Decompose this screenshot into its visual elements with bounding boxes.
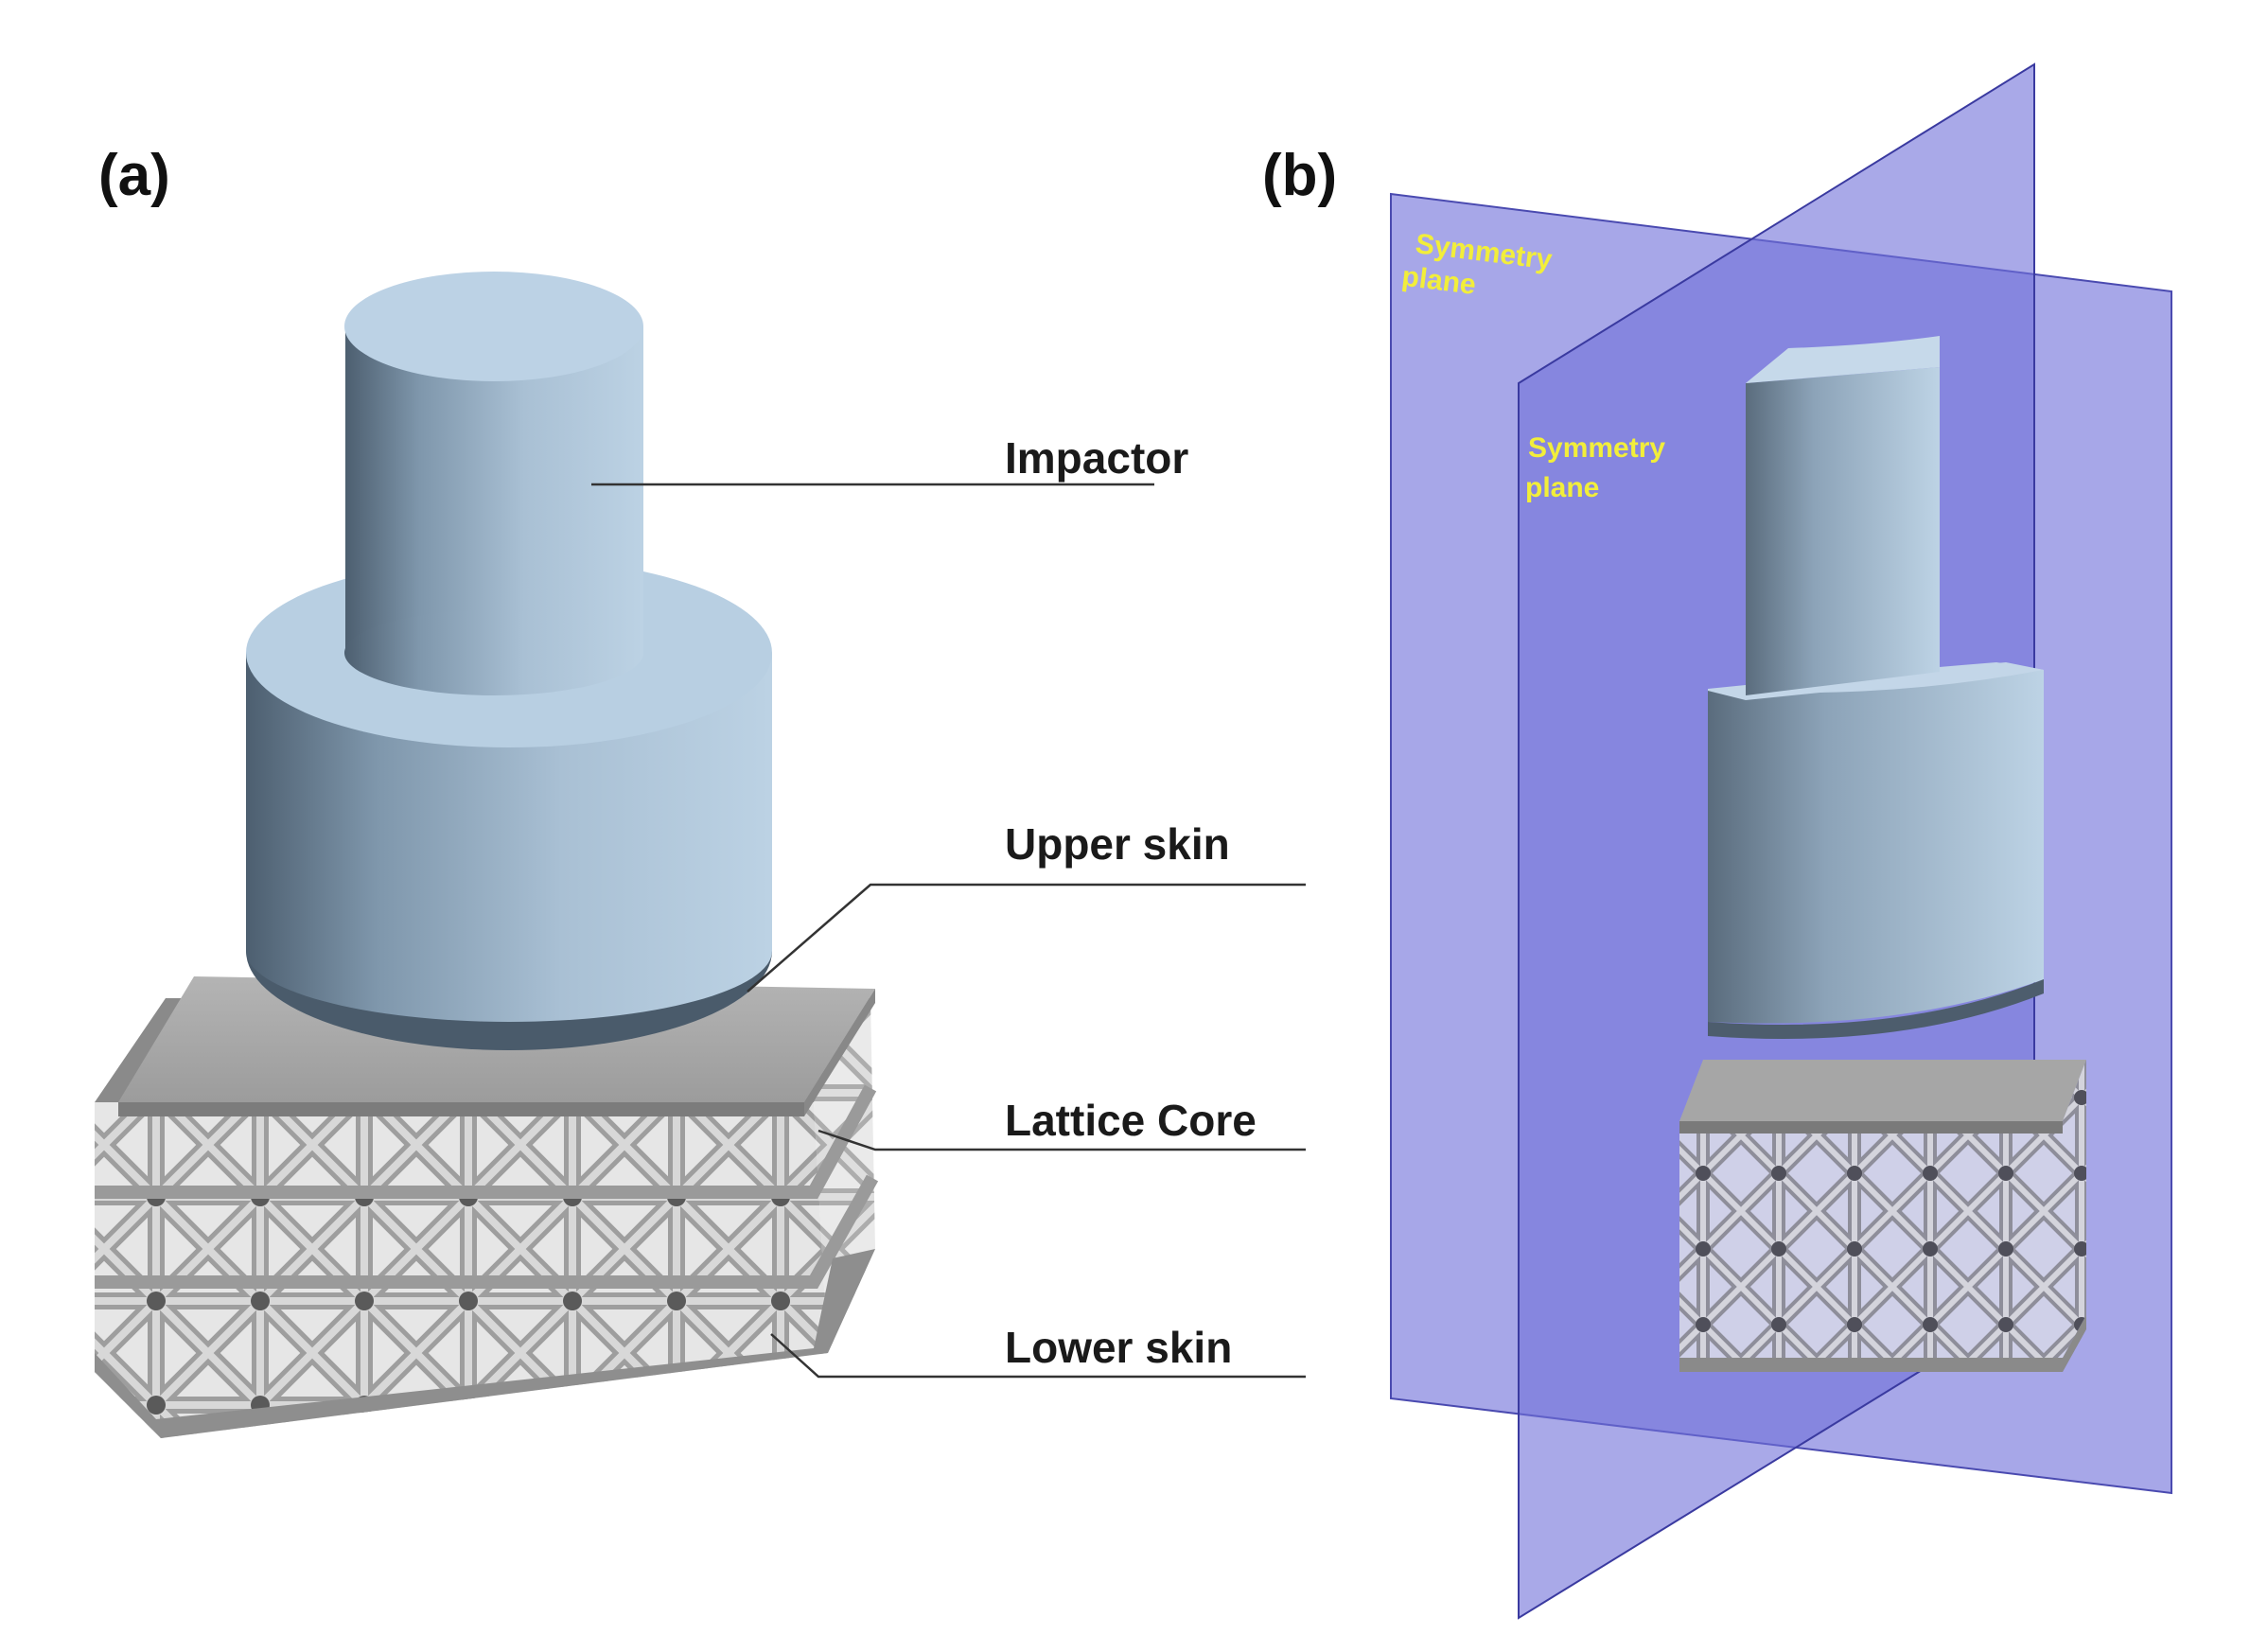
panel-b-label: (b) <box>1262 143 1337 208</box>
impactor-label: Impactor <box>1005 433 1188 483</box>
panel-b: (b) Symmetry plane Symmetry plan <box>1262 62 2172 1620</box>
upper-skin-leader <box>747 883 1306 993</box>
panel-a: (a) <box>95 143 1306 1438</box>
quarter-impactor <box>1708 336 2044 1039</box>
quarter-lattice-core <box>1679 1060 2086 1372</box>
lattice-core-label: Lattice Core <box>1005 1096 1257 1145</box>
symmetry-plane-label-front: Symmetry plane <box>1525 432 1673 503</box>
upper-skin-label: Upper skin <box>1005 819 1230 869</box>
lower-skin-leader <box>770 1333 1306 1379</box>
callout-leaders <box>591 483 1306 1379</box>
lattice-core-leader <box>817 1129 1306 1151</box>
impactor <box>246 272 772 1050</box>
panel-a-label: (a) <box>98 143 170 208</box>
lower-skin-label: Lower skin <box>1005 1323 1232 1372</box>
lower-skin <box>95 1249 875 1438</box>
